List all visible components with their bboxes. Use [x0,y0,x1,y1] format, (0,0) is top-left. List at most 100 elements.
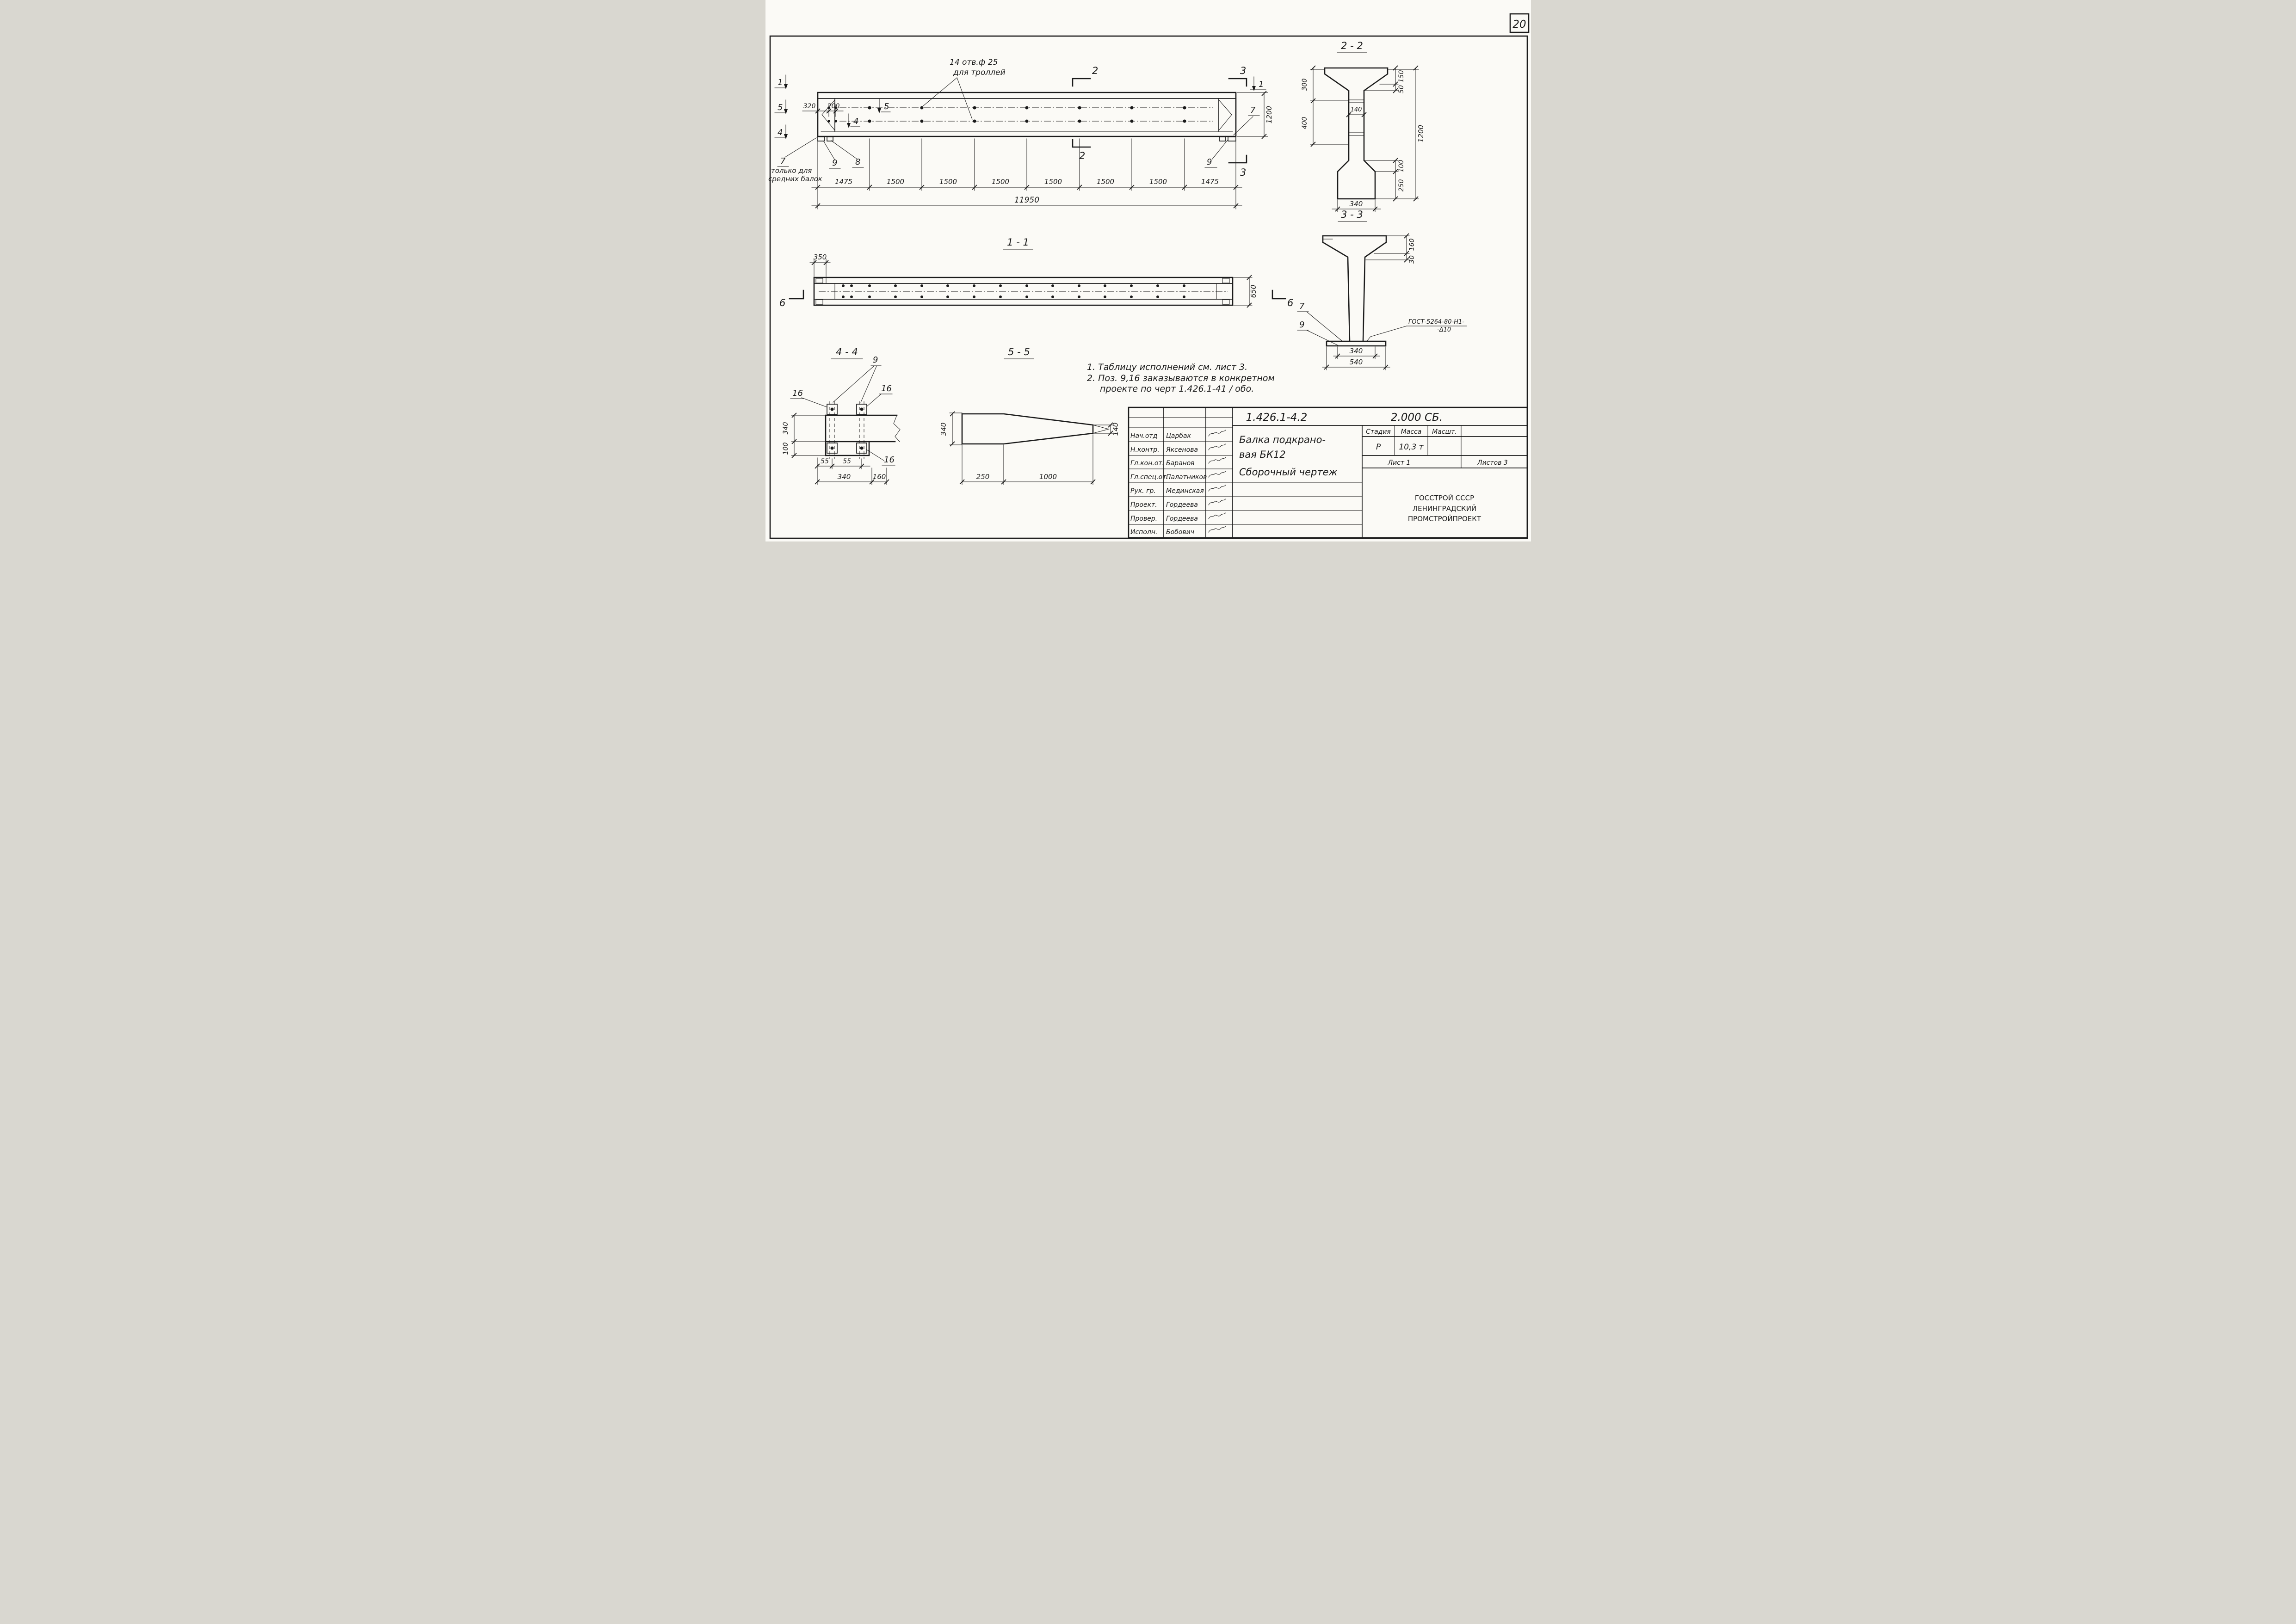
scale-header: Масшт. [1432,428,1457,436]
role: Проект. [1130,501,1157,509]
item-label-9-right: 9 [1207,157,1212,167]
signature-squiggle [1208,430,1226,437]
doc-number: 1.426.1-4.2 [1246,412,1307,424]
dim-160: 160 [872,473,886,481]
name: Яксенова [1166,446,1198,454]
item-label-8-left: 8 [855,157,860,167]
callout-text: 14 отв.ф 25 [950,58,998,67]
dim-50: 50 [1398,85,1405,93]
plate-16 [856,404,867,415]
dim-segment: 1475 [1201,178,1218,186]
item-label-16: 16 [792,388,803,398]
stage-value: Р [1376,443,1381,452]
section-marker-4-inner: 4 [853,117,858,126]
drawing-sheet: 20 14 отв. [765,0,1531,541]
drawing-title-line: вая БК12 [1239,449,1286,460]
signature-squiggle [1208,512,1226,519]
callout-leaders [922,77,973,120]
dim-320: 320 [803,103,815,110]
page-number-box [1509,13,1529,33]
view-title: 1 - 1 [1007,237,1029,248]
dim-segment: 1500 [991,178,1009,186]
dim-30: 30 [1408,255,1416,264]
note-middle-beams: только для [771,166,812,175]
role: Н.контр. [1130,446,1160,454]
dim-250: 250 [1398,179,1405,192]
plate-16 [826,404,838,415]
plan-holes [841,284,1185,298]
stage-mass-scale: Стадия Масса Масшт. Р 10,3 т Лист 1 Лист… [1366,428,1508,467]
dim-340: 340 [939,423,948,436]
item-label-16: 16 [881,384,892,394]
section-outline [1322,235,1387,342]
item-labels: 7 9 7 9 8 только для средних балок [768,105,1259,183]
role: Провер. [1130,515,1157,523]
weld-gost-note: ГОСТ-5264-80-Н1- [1408,319,1464,326]
role: Рук. гр. [1130,487,1156,495]
section-3-3-view: 3 - 3 160 30 7 9 ГОСТ-5264-80-Н1- -Δ10 3… [1297,209,1467,370]
item-label-16: 16 [884,455,895,465]
section-marker-4: 4 [778,128,783,137]
view-title: 5 - 5 [1008,346,1030,357]
elevation-dimensions: 1475 1500 1500 1500 1500 1500 1500 1475 … [802,91,1273,209]
signature-squiggle [1208,443,1226,450]
beam-elevation-view: 14 отв.ф 25 для троллей 1 5 4 5 4 2 2 3 … [768,58,1273,209]
haunch-outline [961,413,1093,445]
name: Мединская [1166,487,1204,495]
dim-total-length: 11950 [1014,196,1039,205]
dim-segment: 1500 [1096,178,1114,186]
base-plate [1326,340,1386,347]
break-line [893,415,901,442]
plan-outline [813,277,1233,306]
item-label-7: 7 [1299,301,1305,311]
view-title: 4 - 4 [836,346,858,357]
signature-squiggle [1208,526,1226,533]
role: Исполн. [1130,529,1157,536]
mass-header: Масса [1401,428,1421,436]
dim-100: 100 [782,443,790,455]
org-line: ЛЕНИНГРАДСКИЙ [1412,504,1476,513]
section-markers: 1 5 4 5 4 2 2 3 3 1 [774,65,1266,178]
title-block-border [1128,406,1528,539]
dim-300: 300 [1301,79,1308,91]
hole-callout: 14 отв.ф 25 для троллей [922,58,1005,120]
section-marker-2-bottom: 2 [1079,150,1085,161]
role: Гл.кон.от. [1130,460,1164,467]
beam-outline [817,92,1236,137]
item-label-9: 9 [873,355,878,365]
drawing-title-line: Балка подкрано- [1239,434,1326,445]
note-line: 1. Таблицу исполнений см. лист 3. [1087,362,1247,372]
org-line: ГОССТРОЙ СССР [1414,493,1474,502]
stage-header: Стадия [1366,428,1391,436]
dim-200: 200 [827,103,839,110]
dim-100: 100 [1398,160,1405,172]
dim-55: 55 [843,458,851,465]
section-marker-6-left: 6 [779,297,785,308]
dim-350: 350 [813,253,827,261]
sheet-number: Лист 1 [1387,459,1410,467]
section-marker-5: 5 [778,103,783,112]
section-marker-2-top: 2 [1092,65,1098,76]
org-line: ПРОМСТРОЙПРОЕКТ [1407,514,1481,523]
dim-segment: 1500 [1044,178,1062,186]
title-block: 1.426.1-4.2 2.000 СБ. Нач.отд Царбак Н.к… [1128,406,1528,539]
dim-55: 55 [821,458,829,465]
item-label-9-left: 9 [832,158,837,168]
signature-squiggle [1208,498,1226,505]
trolley-holes [827,106,1186,123]
dim-1000: 1000 [1039,473,1056,481]
section-marker-6-right: 6 [1287,297,1293,308]
role: Нач.отд [1130,432,1157,440]
page-number: 20 [1512,18,1526,31]
view-1-1-plan: 1 - 1 350 650 [779,237,1293,308]
sheet-count: Листов 3 [1477,459,1508,467]
view-4-4-detail: 4 - 4 9 16 16 16 340 100 55 55 340 160 [782,346,901,485]
role: Гл.спец.от. [1130,474,1168,481]
dim-250: 250 [976,473,989,481]
weld-gost-note: -Δ10 [1437,326,1451,333]
item-label-7-left: 7 [780,156,786,166]
section-marker-1-right: 1 [1259,80,1264,89]
dim-segment: 1500 [886,178,904,186]
signature-squiggle [1208,485,1226,492]
section-marker-5-inner: 5 [884,102,889,111]
